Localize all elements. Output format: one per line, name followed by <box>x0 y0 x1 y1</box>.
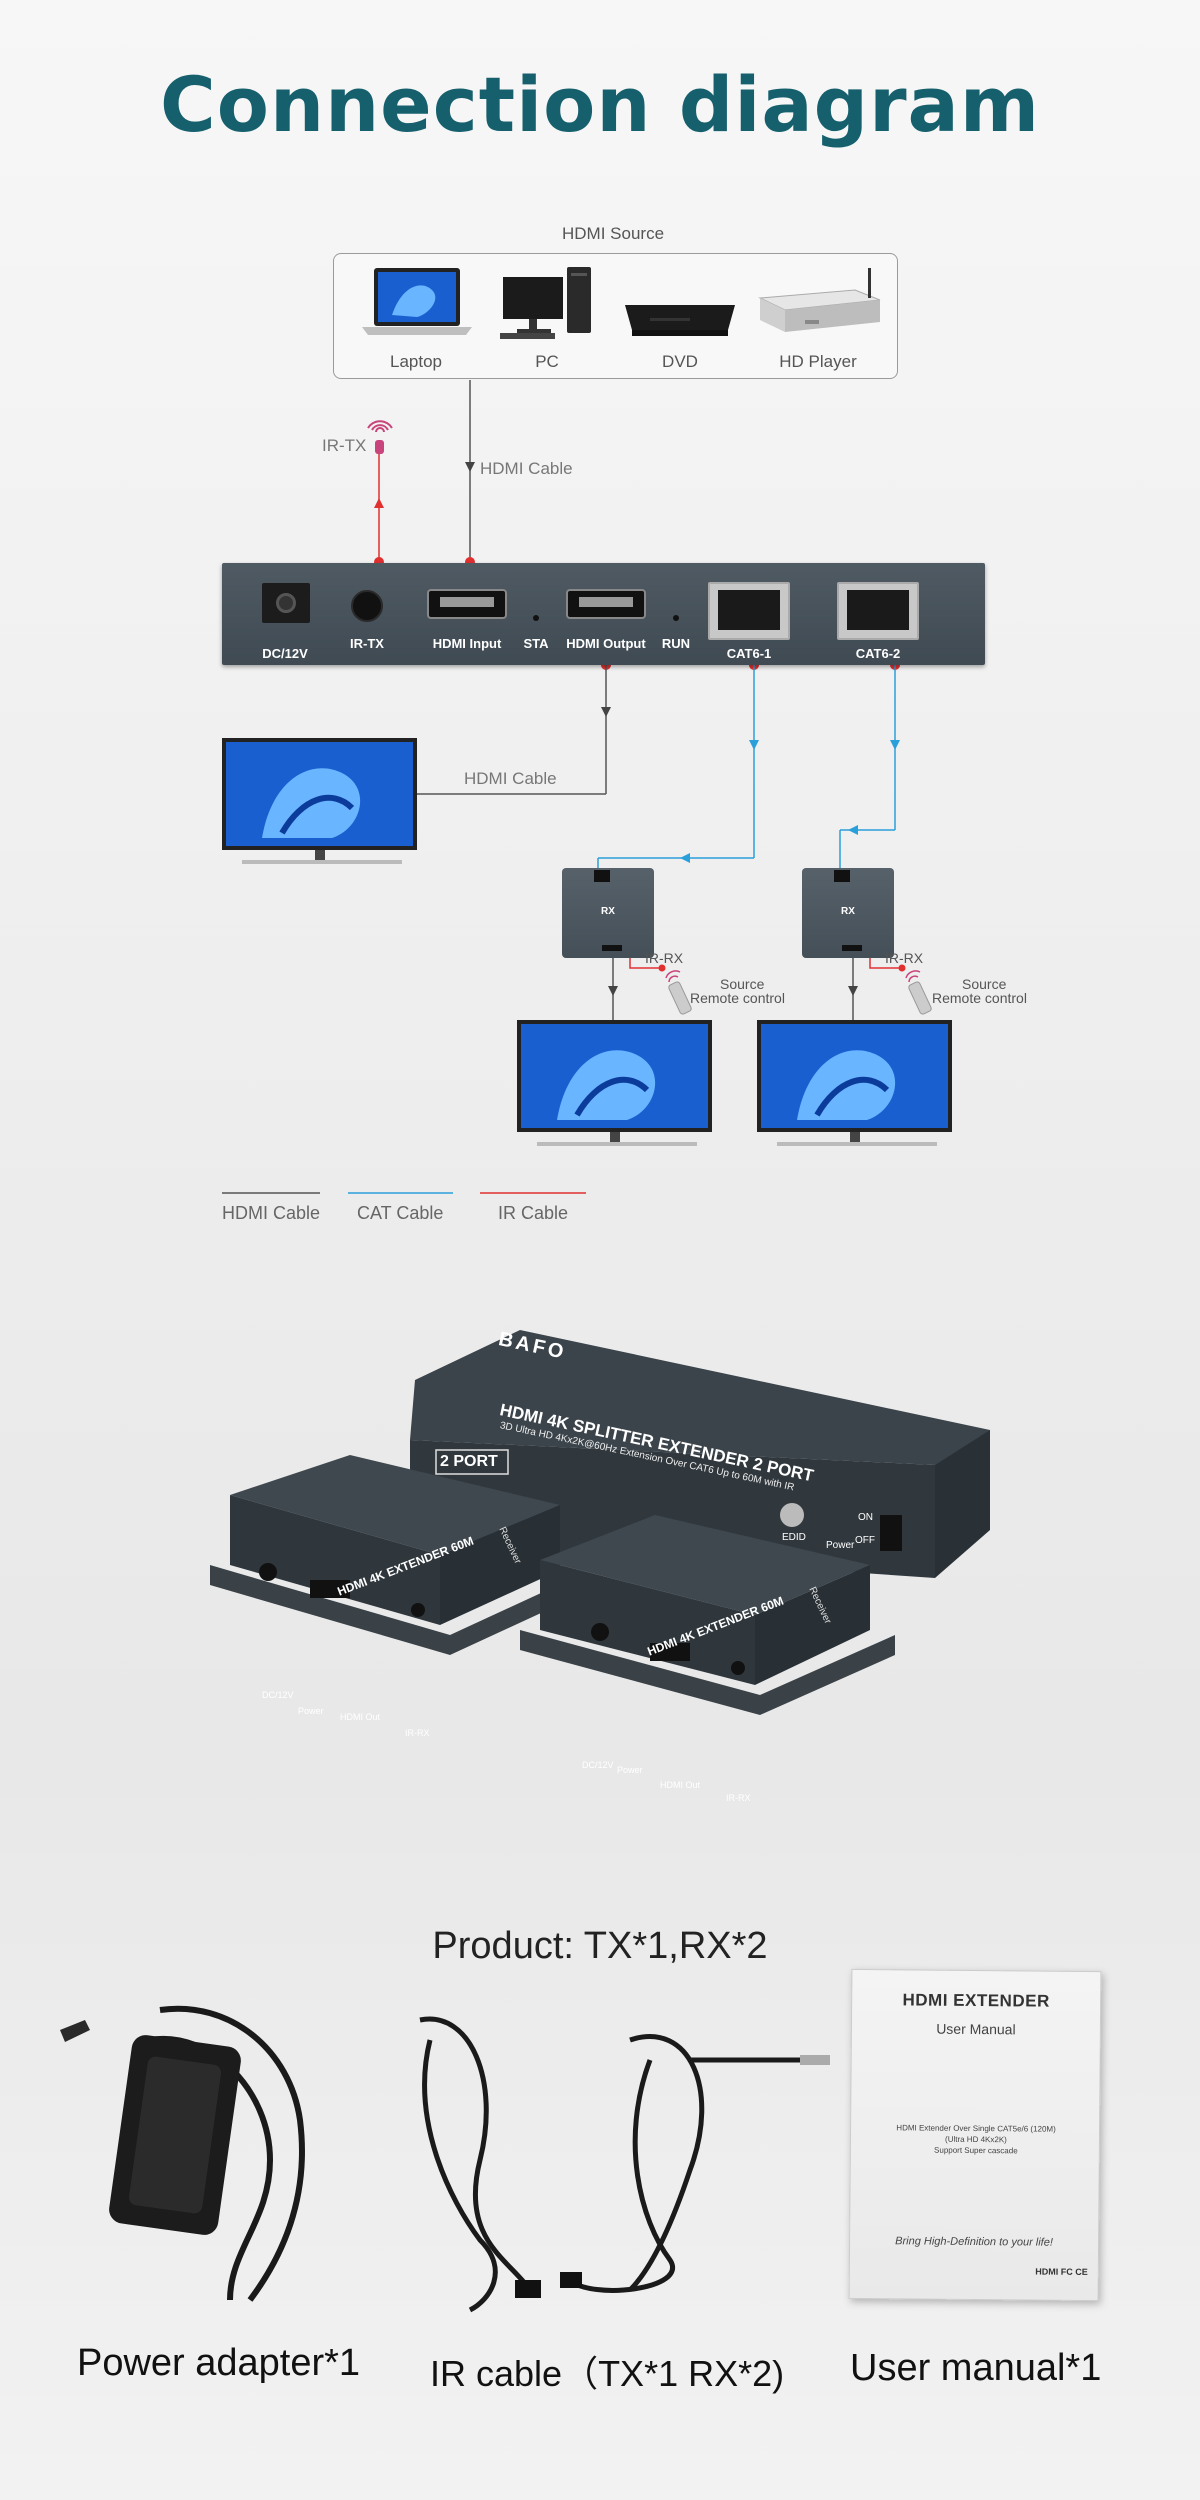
hdmi-input-port-inner <box>440 597 494 607</box>
port-label-ir-tx: IR-TX <box>350 636 384 651</box>
legend-ir-cable: IR Cable <box>498 1203 569 1223</box>
ir-rx-label-2: IR-RX <box>885 950 924 966</box>
hdmi-source-heading: HDMI Source <box>562 224 665 243</box>
caption-user-manual: User manual*1 <box>850 2347 1102 2389</box>
receiver-unit-2 <box>802 868 894 958</box>
product-edid-label: EDID <box>782 1532 806 1543</box>
user-manual-image: HDMI EXTENDER User Manual HDMI Extender … <box>848 1968 1102 2302</box>
run-led <box>673 615 679 621</box>
product-on-label: ON <box>858 1512 873 1523</box>
port-label-run: RUN <box>661 636 691 651</box>
remote-label-2-line2: Remote control <box>932 990 1027 1006</box>
receiver-unit-1 <box>562 868 654 958</box>
manual-subtitle: User Manual <box>936 2020 1016 2038</box>
dvd-icon <box>625 305 735 336</box>
remote-label-2-line1: Source <box>962 976 1007 992</box>
product-photo <box>210 1330 990 1715</box>
power-adapter-image <box>60 2005 305 2302</box>
ir-emitter-icon <box>367 420 393 454</box>
receiver-1-label: RX <box>601 906 615 917</box>
page-title: Connection diagram <box>159 60 1041 149</box>
ir-tx-jack <box>351 590 383 622</box>
pc-icon <box>500 267 591 339</box>
product-power-label: Power <box>826 1540 855 1551</box>
source-label-hd-player: HD Player <box>779 352 857 371</box>
legend-hdmi-cable: HDMI Cable <box>222 1203 321 1223</box>
source-label-dvd: DVD <box>662 352 698 371</box>
source-label-laptop: Laptop <box>390 352 442 371</box>
source-label-pc: PC <box>535 352 559 371</box>
receiver-1-hdmi-port <box>602 945 622 951</box>
manual-description: HDMI Extender Over Single CAT5e/6 (120M)… <box>871 2122 1081 2157</box>
port-label-cat6-1: CAT6-1 <box>726 646 772 661</box>
receiver-1-port-ir: IR-RX <box>405 1728 430 1738</box>
port-label-hdmi-output: HDMI Output <box>566 636 646 651</box>
hdmi-cable-label-top: HDMI Cable <box>480 459 573 478</box>
laptop-icon <box>362 268 472 335</box>
caption-ir-cable: IR cable（TX*1 RX*2) <box>430 2353 785 2394</box>
receiver-1-port-power: Power <box>298 1706 324 1716</box>
manual-slogan: Bring High-Definition to your life! <box>895 2235 1053 2249</box>
receiver-2-port-top <box>834 870 850 882</box>
remote-label-1-line1: Source <box>720 976 765 992</box>
ir-cable-image <box>419 2016 830 2313</box>
tv-icon <box>757 1020 952 1146</box>
receiver-1-port-dc: DC/12V <box>262 1690 294 1700</box>
receiver-1-port-hdmi: HDMI Out <box>340 1712 381 1722</box>
manual-desc-line: Support Super cascade <box>934 2145 1018 2156</box>
hdmi-cable-label-tv: HDMI Cable <box>464 769 557 788</box>
remote-label-1-line2: Remote control <box>690 990 785 1006</box>
ir-rx-label-1: IR-RX <box>645 950 684 966</box>
legend-cat-cable: CAT Cable <box>357 1203 444 1223</box>
product-off-label: OFF <box>855 1535 875 1546</box>
caption-power-adapter: Power adapter*1 <box>77 2342 361 2384</box>
port-label-hdmi-input: HDMI Input <box>432 636 502 651</box>
package-heading: Product: TX*1,RX*2 <box>432 1925 768 1967</box>
receiver-2-port-power: Power <box>617 1765 643 1775</box>
receiver-2-port-hdmi: HDMI Out <box>660 1780 701 1790</box>
manual-title: HDMI EXTENDER <box>902 1990 1050 2011</box>
receiver-2-hdmi-port <box>842 945 862 951</box>
receiver-2-port-dc: DC/12V <box>582 1760 614 1770</box>
sta-led <box>533 615 539 621</box>
tv-icon <box>517 1020 712 1146</box>
product-badge: 2 PORT <box>440 1453 498 1470</box>
hdmi-output-port-inner <box>579 597 633 607</box>
ir-tx-label: IR-TX <box>322 436 367 455</box>
receiver-2-label: RX <box>841 906 855 917</box>
receiver-1-port-top <box>594 870 610 882</box>
port-label-sta: STA <box>523 636 549 651</box>
port-label-cat6-2: CAT6-2 <box>855 646 901 661</box>
cat6-1-port-inner <box>718 590 780 630</box>
manual-desc-line: HDMI Extender Over Single CAT5e/6 (120M) <box>896 2123 1056 2134</box>
hd-player-icon <box>758 268 881 332</box>
remote-control-icon <box>905 970 932 1015</box>
manual-logos: HDMI FC CE <box>1035 2266 1088 2277</box>
receiver-2-port-ir: IR-RX <box>726 1793 751 1803</box>
remote-control-icon <box>665 970 692 1015</box>
tv-icon <box>222 738 417 864</box>
dc-jack-hole <box>276 593 296 613</box>
cat6-2-port-inner <box>847 590 909 630</box>
port-label-dc: DC/12V <box>262 646 308 661</box>
